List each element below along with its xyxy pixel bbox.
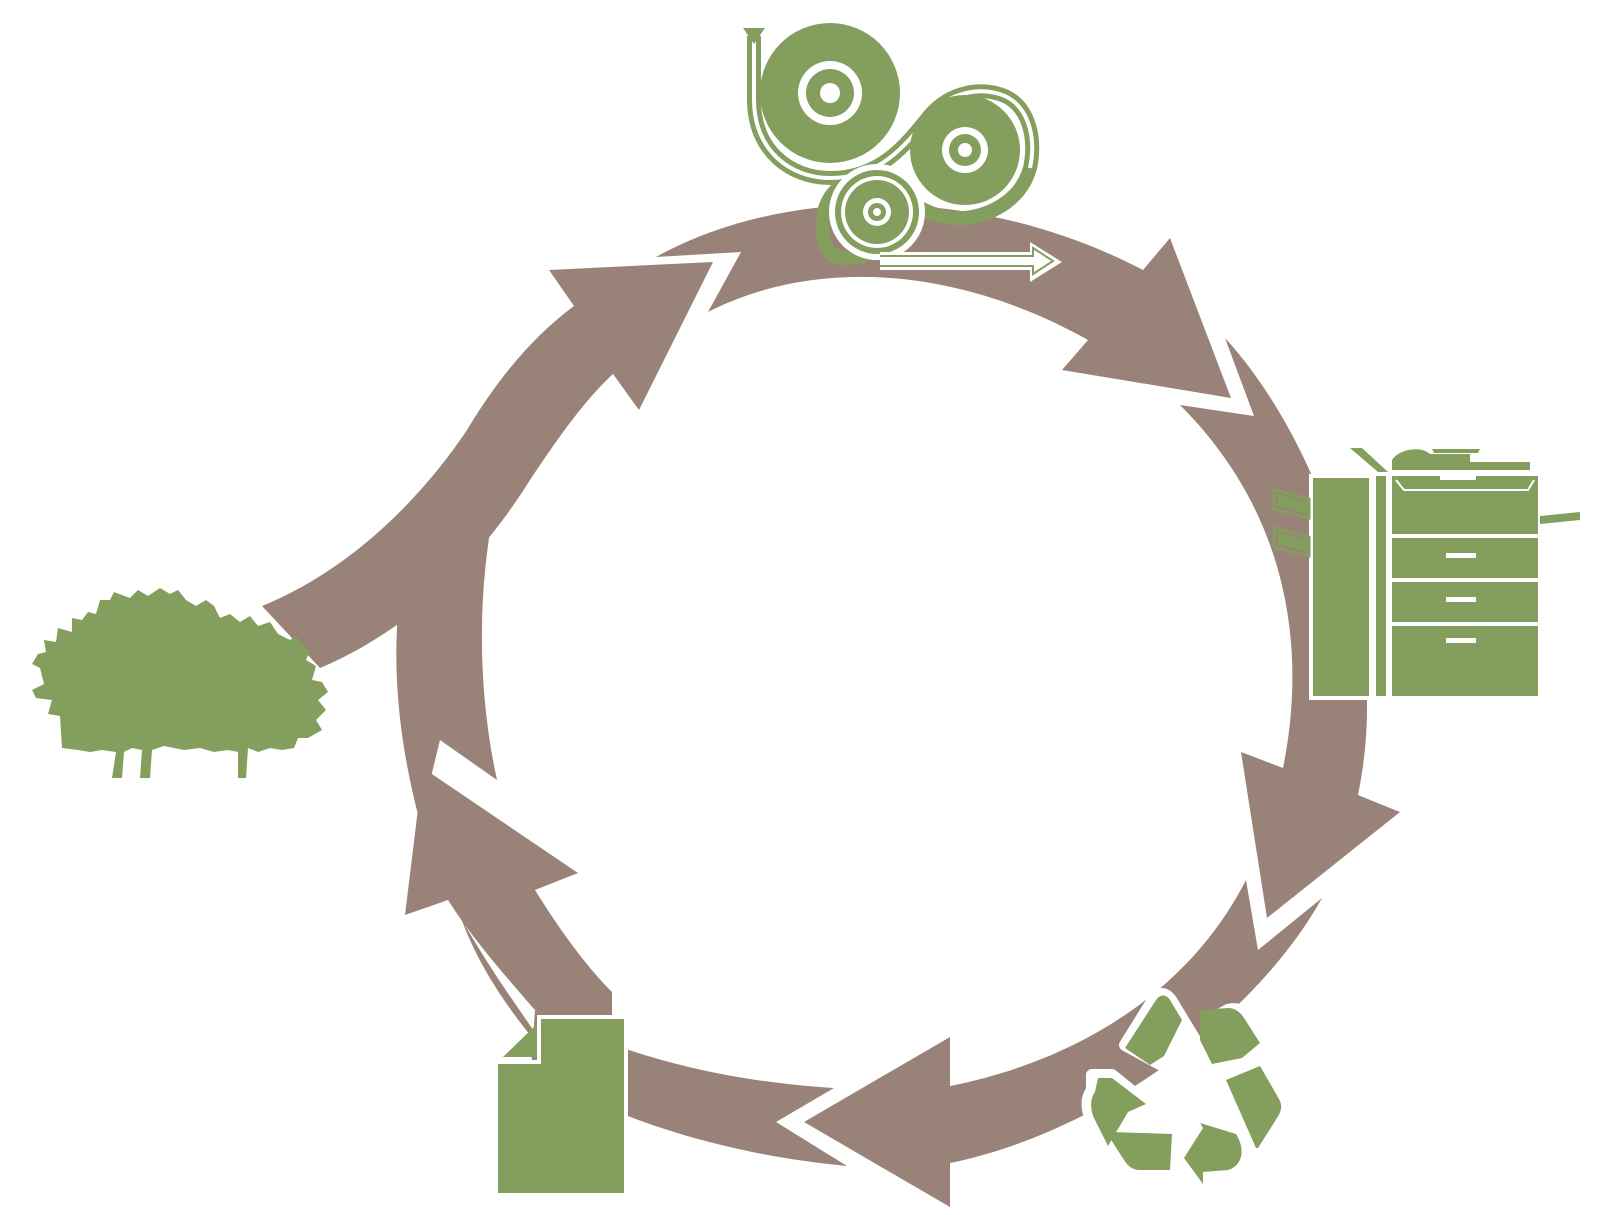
arrow-mill-to-print bbox=[656, 204, 1231, 398]
output-sheet-arrow bbox=[880, 242, 1062, 282]
arrow-left-arc bbox=[396, 482, 500, 822]
trees-icon bbox=[32, 588, 328, 778]
paper-rollers-icon bbox=[743, 23, 1062, 282]
copier-icon bbox=[1272, 448, 1580, 700]
cycle-arrows bbox=[262, 204, 1400, 1207]
document-icon bbox=[494, 1015, 628, 1197]
arrow-loop-left bbox=[405, 768, 612, 1045]
recycle-icon bbox=[1081, 988, 1285, 1194]
arrow-recycle-to-doc bbox=[804, 880, 1322, 1207]
arrow-print-to-recycle bbox=[1180, 338, 1400, 918]
arrow-forest-to-mill bbox=[262, 262, 713, 668]
